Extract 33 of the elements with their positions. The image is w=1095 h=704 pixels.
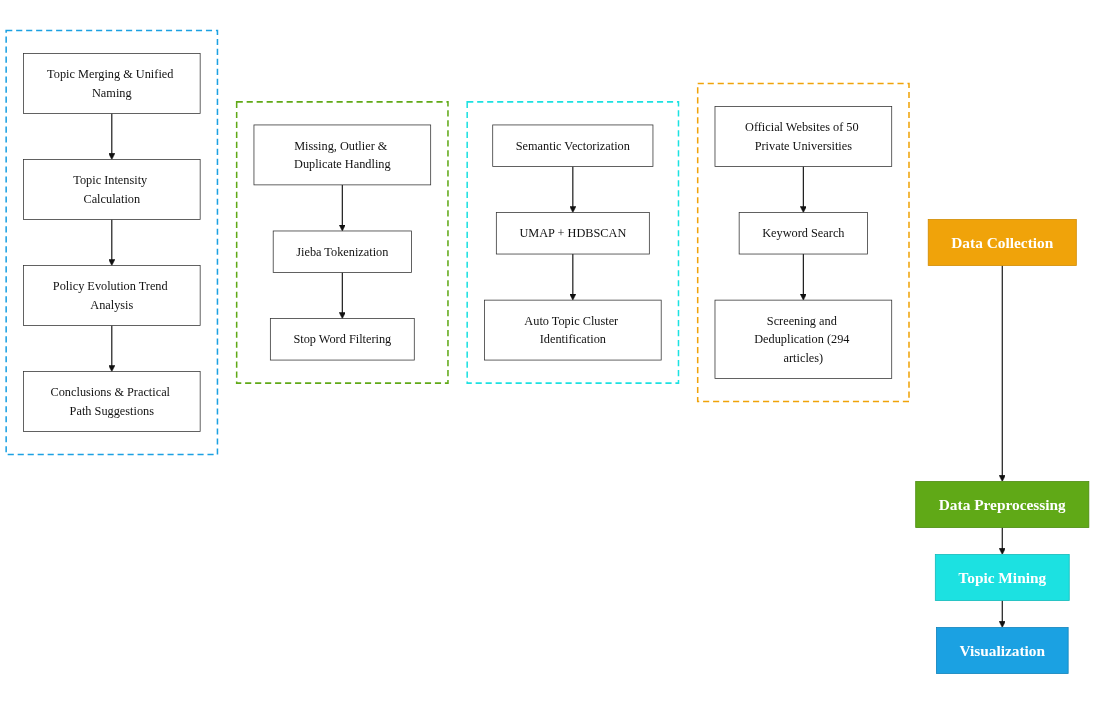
node-box: Conclusions & Practical Path Suggestions — [23, 371, 201, 432]
node-box: Official Websites of 50 Private Universities — [714, 106, 893, 167]
arrow — [108, 112, 116, 160]
arrow — [998, 600, 1006, 628]
node-box: Jieba Tokenization — [272, 230, 412, 273]
node-box: Visualization — [936, 627, 1069, 674]
cluster — [696, 82, 910, 403]
arrow — [799, 165, 807, 213]
node-box: Semantic Vectorization — [492, 124, 654, 167]
node-box: Data Collection — [927, 219, 1077, 266]
node-box: Auto Topic Cluster Identification — [484, 299, 662, 361]
node-box: Keyword Search — [738, 212, 868, 255]
arrow — [569, 165, 577, 213]
arrow — [338, 271, 346, 319]
node-box: UMAP + HDBSCAN — [495, 212, 650, 255]
arrow — [108, 218, 116, 266]
node-box: Screening and Deduplication (294 articles) — [714, 299, 893, 379]
arrow — [338, 184, 346, 232]
node-box: Policy Evolution Trend Analysis — [23, 265, 201, 326]
node-box: Topic Intensity Calculation — [23, 159, 201, 220]
arrow — [569, 253, 577, 301]
node-box: Topic Merging & Unified Naming — [23, 53, 201, 114]
node-box: Stop Word Filtering — [269, 318, 415, 361]
node-box: Missing, Outlier & Duplicate Handling — [253, 124, 432, 186]
node-box: Topic Mining — [934, 554, 1070, 601]
arrow — [998, 527, 1006, 555]
arrow — [998, 265, 1006, 482]
arrow — [799, 253, 807, 301]
cluster — [466, 101, 680, 384]
cluster — [235, 101, 449, 384]
cluster — [5, 29, 219, 456]
arrow — [108, 324, 116, 372]
node-box: Data Preprocessing — [915, 481, 1090, 528]
